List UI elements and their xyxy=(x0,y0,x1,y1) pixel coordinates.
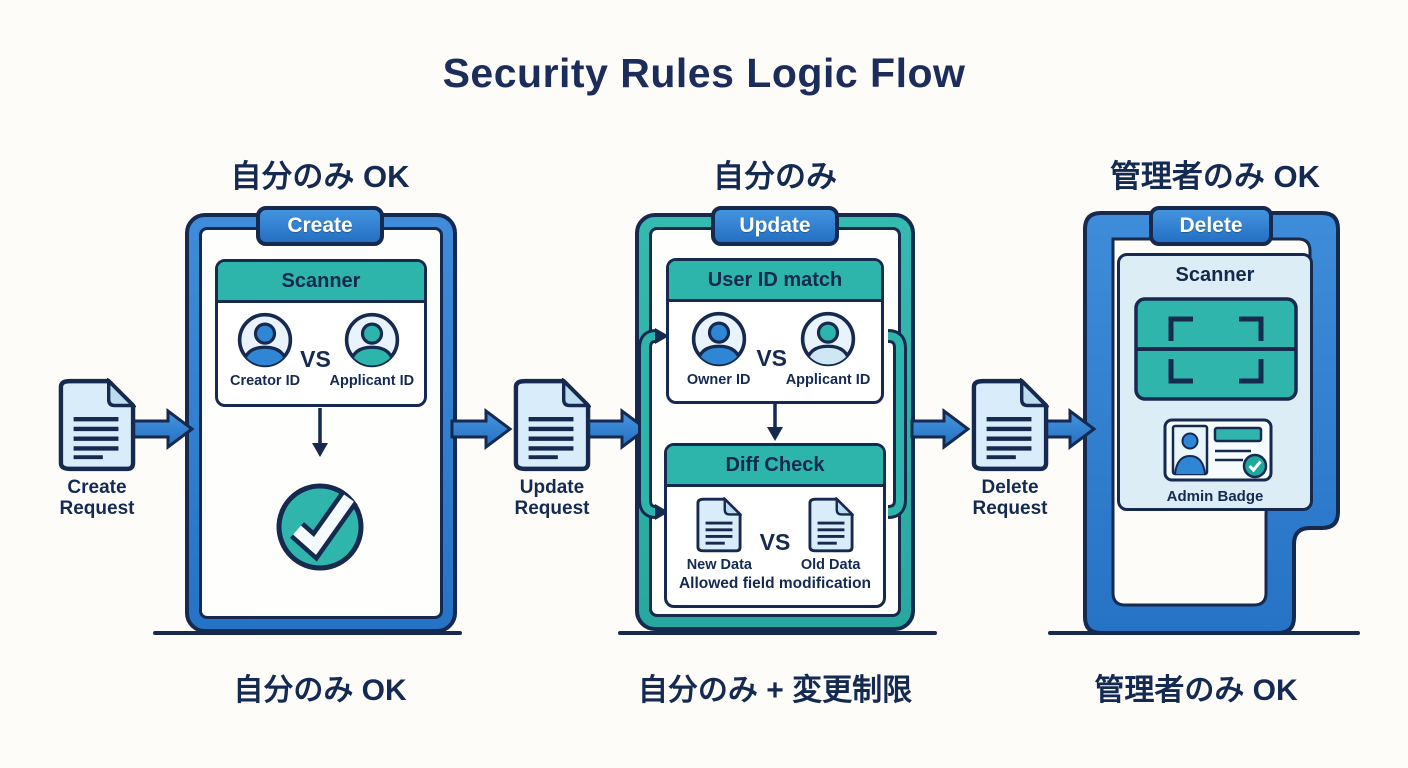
delete-rule-bottom-label: 管理者のみ OK xyxy=(1094,674,1298,707)
allowed-field-note: Allowed field modification xyxy=(678,575,872,592)
update-branch-curve-left xyxy=(638,328,669,520)
owner-avatar-icon xyxy=(691,311,746,367)
applicant-avatar-icon xyxy=(344,312,399,368)
document-icon xyxy=(971,378,1049,472)
new-data-document-icon xyxy=(696,497,743,553)
user-id-match-card: User ID match Owner ID VS xyxy=(666,258,884,404)
applicant-id-label: Applicant ID xyxy=(785,372,871,388)
page-title: Security Rules Logic Flow xyxy=(442,50,966,96)
update-rule-bottom-label: 自分のみ + 変更制限 xyxy=(637,674,913,707)
old-data-label: Old Data xyxy=(800,557,861,573)
update-baseline xyxy=(618,631,937,635)
delete-rule-top-label: 管理者のみ OK xyxy=(1109,159,1321,194)
delete-scanner-card: Scanner Admin Badge xyxy=(1117,253,1313,511)
arrow-down-to-diff-check xyxy=(767,404,783,441)
user-id-match-header: User ID match xyxy=(669,261,881,302)
admin-badge-label: Admin Badge xyxy=(1166,488,1264,505)
document-icon xyxy=(58,378,136,472)
creator-avatar-icon xyxy=(237,312,293,368)
arrow-update-to-delete-request xyxy=(910,408,971,450)
tab-update: Update xyxy=(711,206,839,246)
tab-delete: Delete xyxy=(1149,206,1273,246)
create-rule-bottom-label: 自分のみ OK xyxy=(233,674,407,707)
update-branch-curve-right xyxy=(887,329,907,519)
create-scanner-header: Scanner xyxy=(218,262,424,303)
create-baseline xyxy=(153,631,462,635)
delete-scanner-header: Scanner xyxy=(1175,264,1255,286)
scan-frame-icon xyxy=(1134,297,1298,401)
update-rule-top-label: 自分のみ xyxy=(713,159,837,194)
vs-label: VS xyxy=(759,528,791,555)
applicant-id-label: Applicant ID xyxy=(329,373,415,389)
vs-label: VS xyxy=(756,344,787,371)
arrow-into-create-panel xyxy=(129,408,195,450)
arrow-into-update-panel xyxy=(582,408,649,450)
document-icon xyxy=(513,378,591,472)
arrow-down-to-check xyxy=(312,408,328,457)
new-data-label: New Data xyxy=(686,557,752,573)
owner-id-label: Owner ID xyxy=(686,372,751,388)
tab-create: Create xyxy=(256,206,384,246)
diff-check-card: Diff Check New Data VS xyxy=(664,443,886,608)
delete-baseline xyxy=(1048,631,1360,635)
arrow-create-to-update-request xyxy=(450,408,513,450)
create-rule-top-label: 自分のみ OK xyxy=(230,159,410,194)
applicant-avatar-icon xyxy=(800,311,856,367)
admin-badge-icon xyxy=(1163,418,1273,482)
create-scanner-card: Scanner Creator ID VS xyxy=(215,259,427,407)
check-circle-icon xyxy=(273,478,369,579)
old-data-document-icon xyxy=(808,497,854,553)
diff-check-header: Diff Check xyxy=(667,446,883,487)
vs-label: VS xyxy=(300,345,331,372)
creator-id-label: Creator ID xyxy=(230,373,301,389)
